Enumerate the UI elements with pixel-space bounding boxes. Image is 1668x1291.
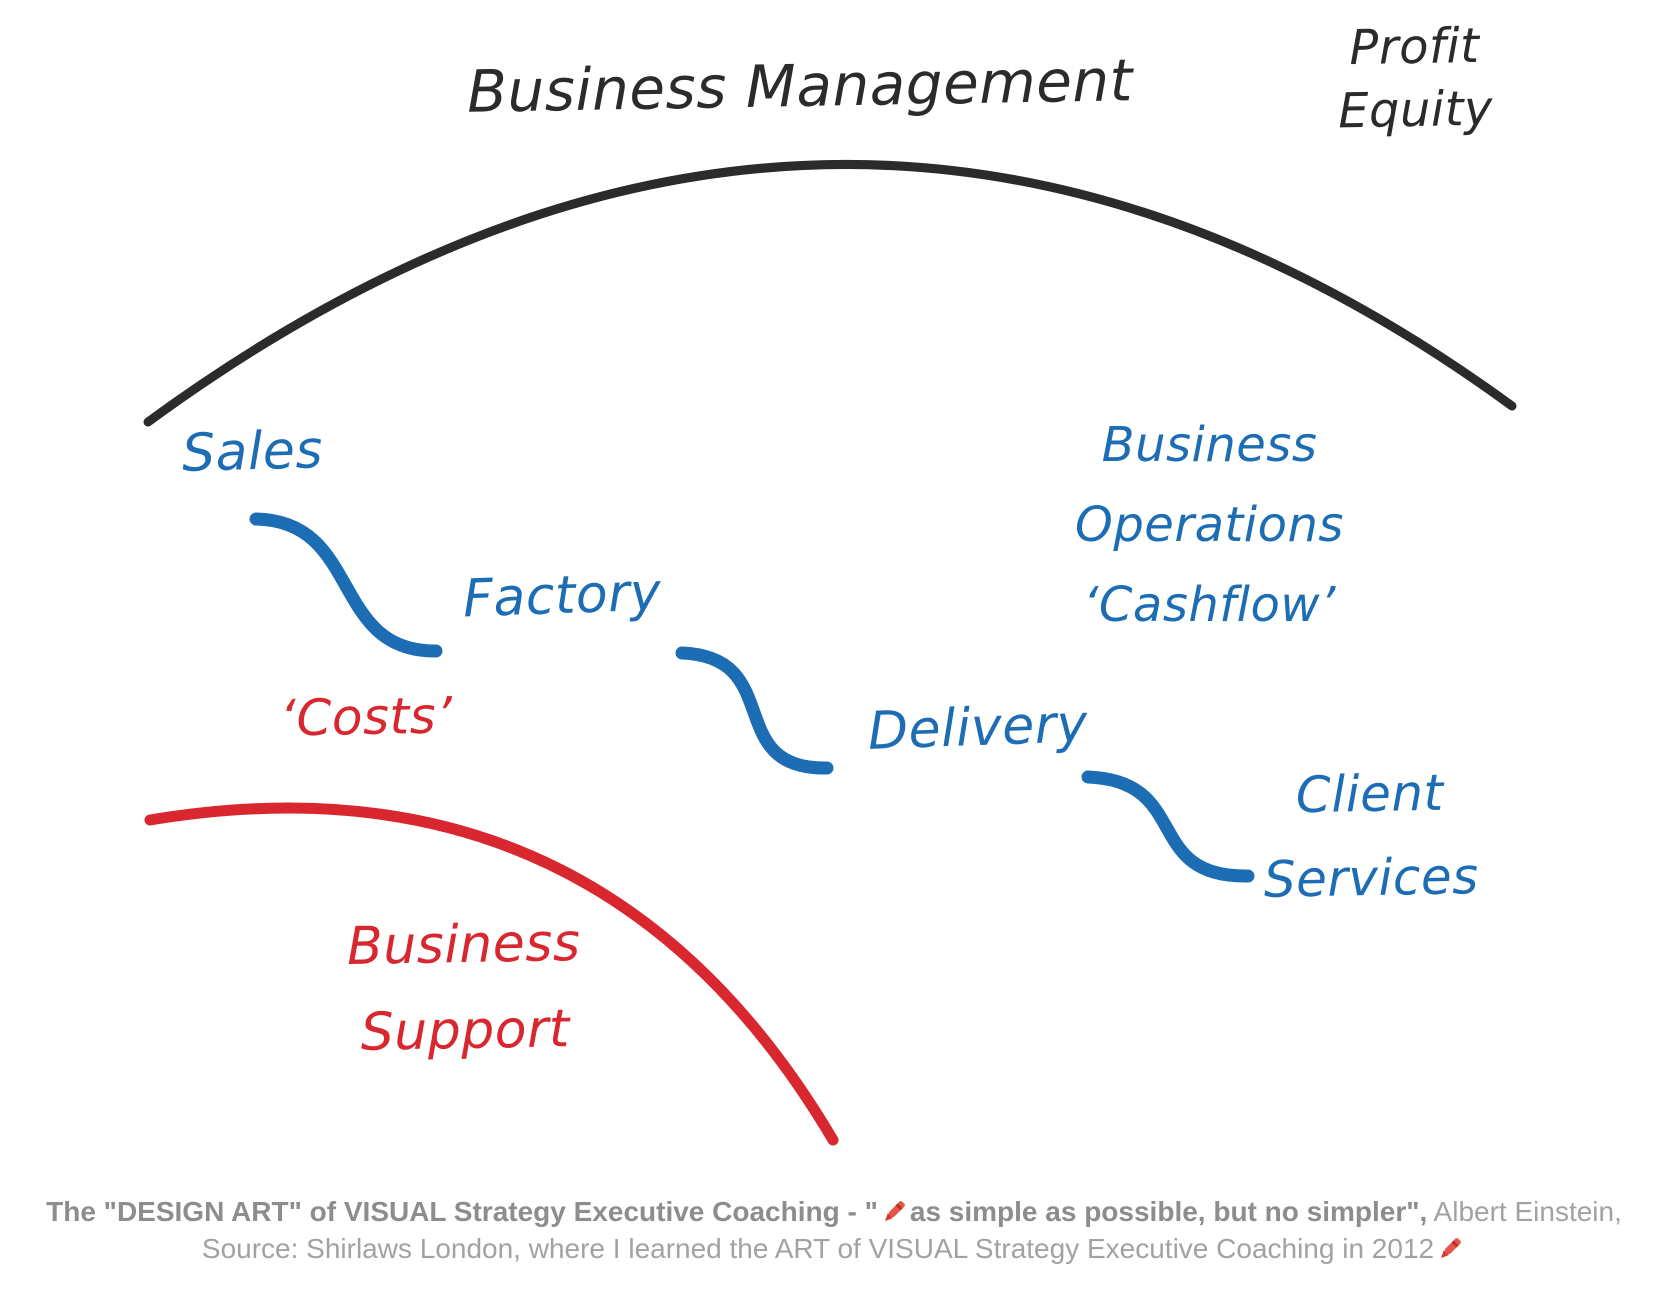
delivery-label: Delivery xyxy=(867,694,1089,762)
caption-quote-text: as simple as possible, but no simpler", xyxy=(909,1196,1428,1227)
costs-label: ‘Costs’ xyxy=(279,686,453,748)
caption-line-1: The "DESIGN ART" of VISUAL Strategy Exec… xyxy=(0,1193,1668,1230)
caption-source-text: Source: Shirlaws London, where I learned… xyxy=(201,1233,1435,1264)
crayon-icon xyxy=(1436,1235,1464,1263)
delivery-to-client-services-curve xyxy=(1081,770,1255,883)
client-services-label: Client Services xyxy=(1263,763,1480,909)
caption-line-2: Source: Shirlaws London, where I learned… xyxy=(0,1230,1668,1267)
factory-to-delivery-curve xyxy=(675,646,834,775)
business-support-label: Business Support xyxy=(346,912,581,1063)
diagram-title: Business Management xyxy=(466,46,1134,126)
caption-lead-text: The "DESIGN ART" of VISUAL Strategy Exec… xyxy=(46,1196,878,1227)
sales-to-factory-curve xyxy=(249,512,443,658)
business-management-arc xyxy=(143,160,1517,427)
sales-label: Sales xyxy=(181,420,324,484)
factory-label: Factory xyxy=(462,562,663,630)
caption: The "DESIGN ART" of VISUAL Strategy Exec… xyxy=(0,1193,1668,1267)
crayon-icon xyxy=(880,1198,908,1226)
profit-equity-label: Profit Equity xyxy=(1337,17,1494,140)
business-operations-cashflow-label: Business Operations ‘Cashflow’ xyxy=(1075,417,1344,633)
business-support-arc xyxy=(144,802,839,1146)
caption-attribution-text: Albert Einstein, xyxy=(1427,1196,1622,1227)
